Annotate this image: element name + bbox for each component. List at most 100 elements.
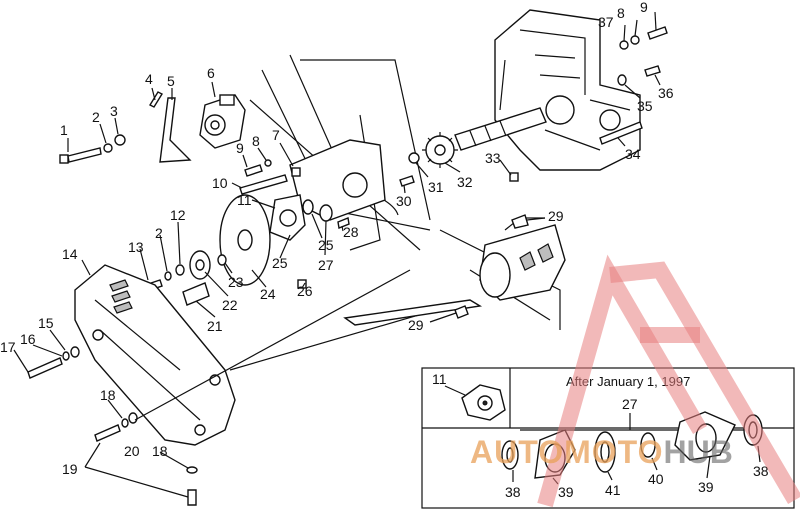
washer-35 [617,74,627,86]
washer-20 [121,418,129,428]
callout-16: 16 [20,331,36,347]
callout-8: 8 [252,133,260,149]
callout-3: 3 [110,103,118,119]
nut-7 [291,167,301,177]
sprocket-32 [422,132,458,168]
callout-30: 30 [396,193,412,209]
callout-35: 35 [637,98,653,114]
inset-label-27: 27 [622,396,638,412]
washer-3 [114,134,126,146]
washer-37 [619,40,629,50]
callout-5: 5 [167,73,175,89]
bolt-10 [239,174,288,195]
callout-9: 9 [236,140,244,156]
bolt-9 [244,164,263,177]
callout-24: 24 [260,286,276,302]
inset-label-38a: 38 [505,484,521,500]
callout-21: 21 [207,318,223,334]
callout-labels: 1 2 3 4 5 6 7 8 9 10 11 12 13 2 14 15 16… [0,0,674,477]
bolt-17 [27,357,63,379]
callout-17: 17 [0,339,16,355]
watermark-text-automoto: AUTOMOTOHUB [470,434,733,470]
leader-lines [13,11,661,498]
callout-27: 27 [318,257,334,273]
bolt-28 [337,217,350,229]
bolt-19b [187,489,197,506]
engine-block [494,9,641,171]
bearing-25 [302,199,314,215]
inset-spacer-40 [640,432,656,458]
inset-label-39a: 39 [558,484,574,500]
bolt-9b [647,26,668,40]
callout-32: 32 [457,174,473,190]
mount-bracket-5 [159,97,192,163]
inset-label-38b: 38 [753,463,769,479]
drive-shaft [454,107,547,151]
bolt-34 [599,121,643,145]
callout-4: 4 [145,71,153,87]
shaft-21 [182,282,210,306]
nut-33 [509,172,519,182]
callout-22: 22 [222,297,238,313]
washer-8 [264,159,272,167]
inset-bearing-flange-11 [461,384,506,421]
washer-2b [164,271,172,281]
callout-14: 14 [62,246,78,262]
callout-6: 6 [207,65,215,81]
callout-1: 1 [60,122,68,138]
bolt-36 [644,65,661,77]
washer-8b [630,35,640,45]
washer-16 [62,351,70,361]
bearing-bracket-6 [199,94,246,149]
callout-37: 37 [598,14,614,30]
bolt-1 [59,147,102,164]
washer-2 [103,143,113,153]
callout-25b: 25 [318,237,334,253]
brake-lever [343,299,483,326]
bearing-flange-11 [269,194,306,241]
callout-2b: 2 [155,225,163,241]
callout-7: 7 [272,127,280,143]
callout-13: 13 [128,239,144,255]
callout-19: 19 [62,461,78,477]
callout-8b: 8 [617,5,625,21]
callout-31: 31 [428,179,444,195]
callout-18a: 18 [100,387,116,403]
callout-9b: 9 [640,0,648,15]
chaincase-cover-14 [74,264,236,446]
callout-34: 34 [625,146,641,162]
callout-10: 10 [212,175,228,191]
callout-20: 20 [124,443,140,459]
gearcase-29 [479,214,566,301]
watermark-logo: AUTOMOTOHUB [470,254,800,508]
callout-12: 12 [170,207,186,223]
callout-28: 28 [343,224,359,240]
clip-29 [454,305,469,319]
bolt-30 [399,175,415,187]
washer-12 [175,264,185,276]
washer-15 [70,346,80,358]
callout-15: 15 [38,315,54,331]
callout-2: 2 [92,109,100,125]
callout-18b: 18 [152,443,168,459]
inset-title: After January 1, 1997 [566,374,690,389]
inset-label-39b: 39 [698,479,714,495]
inset-label-11: 11 [432,371,447,387]
callout-26: 26 [297,283,313,299]
callout-36: 36 [658,85,674,101]
callout-33: 33 [485,150,501,166]
washer-23 [217,254,227,266]
spacer-27 [319,204,333,222]
callout-11: 11 [237,192,252,208]
inset-label-41: 41 [605,482,621,498]
brake-disc-24 [219,194,271,286]
callout-25a: 25 [272,255,288,271]
plate-4 [149,91,163,108]
inset-label-40: 40 [648,471,664,487]
bolt-18 [94,424,121,442]
callout-29a: 29 [548,208,564,224]
washer-31 [408,152,420,164]
callout-23: 23 [228,274,244,290]
washer-18b [186,466,198,474]
